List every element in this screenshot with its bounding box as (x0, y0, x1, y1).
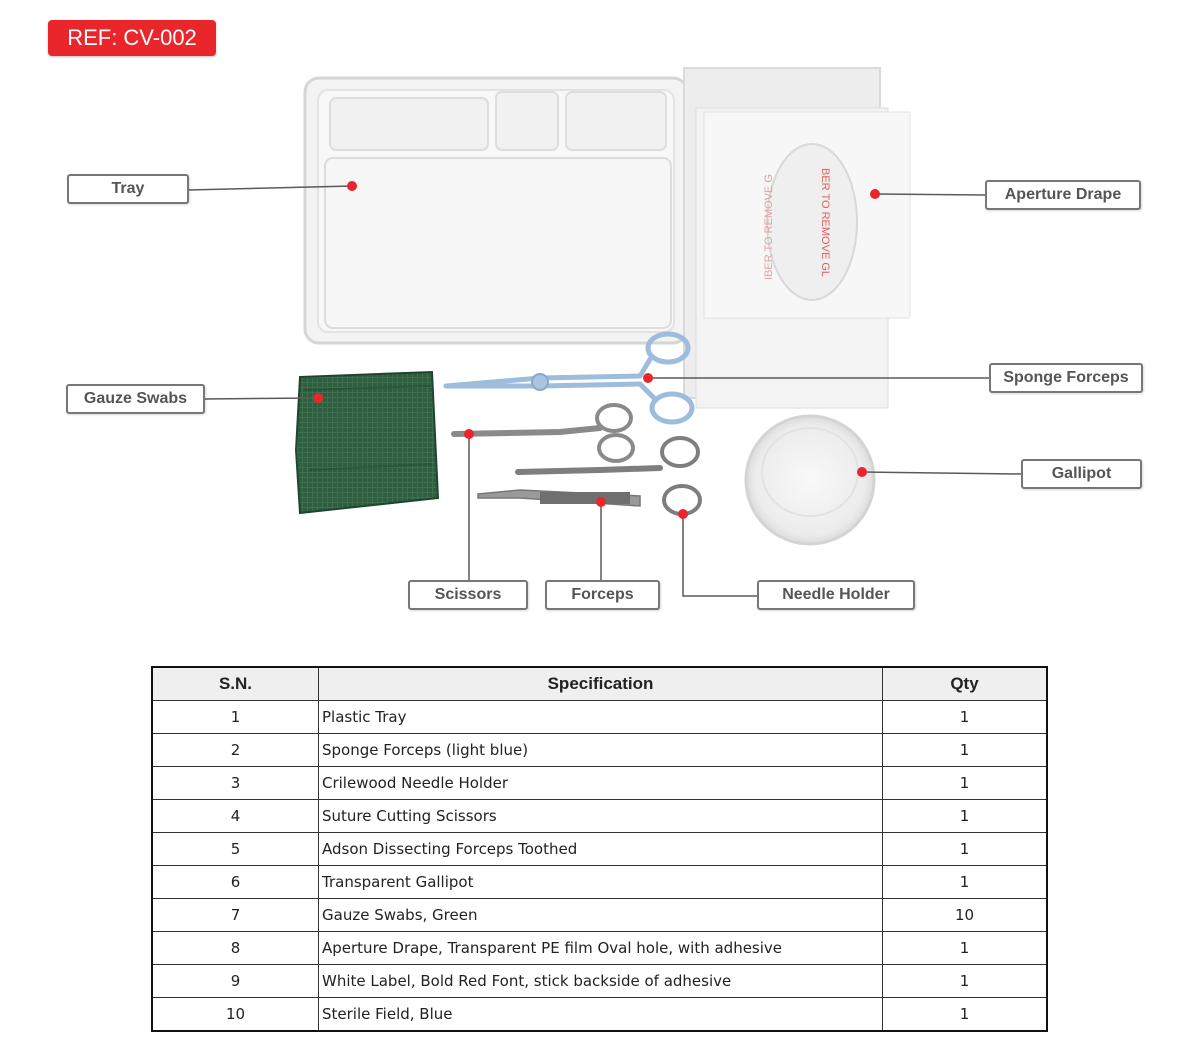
tray-image (303, 76, 689, 345)
cell-qty: 1 (882, 832, 1048, 866)
callout-scissors: Scissors (408, 580, 528, 610)
cell-spec: Sponge Forceps (light blue) (318, 733, 883, 767)
callout-gauze-swabs: Gauze Swabs (66, 384, 205, 414)
gallipot-image (744, 414, 876, 546)
cell-spec: White Label, Bold Red Font, stick backsi… (318, 964, 883, 998)
header-sn: S.N. (151, 666, 319, 701)
table-header-row: S.N. Specification Qty (151, 666, 1048, 701)
aperture-drape-image: BER TO REMOVE GL IBER TO REMOVE G (683, 67, 911, 409)
product-photo: BER TO REMOVE GL IBER TO REMOVE G (187, 67, 1022, 597)
forceps-image (477, 489, 641, 507)
callout-aperture-drape: Aperture Drape (985, 180, 1141, 210)
cell-qty: 1 (882, 997, 1048, 1032)
gauze-swabs-dot (313, 393, 323, 403)
cell-spec: Suture Cutting Scissors (318, 799, 883, 833)
cell-sn: 7 (151, 898, 319, 932)
gauze-swabs-image (294, 370, 440, 515)
forceps-dot (596, 497, 606, 507)
cell-qty: 1 (882, 865, 1048, 899)
sponge-forceps-dot (643, 373, 653, 383)
cell-qty: 1 (882, 766, 1048, 800)
cell-qty: 1 (882, 700, 1048, 734)
callout-tray: Tray (67, 174, 189, 204)
cell-sn: 6 (151, 865, 319, 899)
cell-spec: Adson Dissecting Forceps Toothed (318, 832, 883, 866)
callout-forceps: Forceps (545, 580, 660, 610)
cell-sn: 3 (151, 766, 319, 800)
cell-sn: 4 (151, 799, 319, 833)
aperture-drape-dot (870, 189, 880, 199)
gallipot-dot (857, 467, 867, 477)
needle-holder-dot (678, 509, 688, 519)
drape-print-1: BER TO REMOVE GL (819, 168, 831, 277)
cell-sn: 2 (151, 733, 319, 767)
cell-qty: 1 (882, 733, 1048, 767)
cell-spec: Transparent Gallipot (318, 865, 883, 899)
header-qty: Qty (882, 666, 1048, 701)
cell-qty: 10 (882, 898, 1048, 932)
callout-gallipot: Gallipot (1021, 459, 1142, 489)
header-specification: Specification (318, 666, 883, 701)
cell-qty: 1 (882, 799, 1048, 833)
drape-print-2: IBER TO REMOVE G (763, 174, 775, 280)
marker-dots (313, 181, 880, 519)
cell-spec: Gauze Swabs, Green (318, 898, 883, 932)
cell-sn: 1 (151, 700, 319, 734)
cell-sn: 9 (151, 964, 319, 998)
scissors-dot (464, 429, 474, 439)
cell-spec: Sterile Field, Blue (318, 997, 883, 1032)
callout-needle-holder: Needle Holder (757, 580, 915, 610)
cell-qty: 1 (882, 931, 1048, 965)
sponge-forceps-image (443, 331, 695, 425)
cell-qty: 1 (882, 964, 1048, 998)
cell-sn: 10 (151, 997, 319, 1032)
leader-lines (187, 185, 1022, 597)
cell-spec: Crilewood Needle Holder (318, 766, 883, 800)
scissors-image (451, 403, 635, 463)
cell-spec: Plastic Tray (318, 700, 883, 734)
cell-sn: 5 (151, 832, 319, 866)
tray-dot (347, 181, 357, 191)
cell-sn: 8 (151, 931, 319, 965)
cell-spec: Aperture Drape, Transparent PE film Oval… (318, 931, 883, 965)
callout-sponge-forceps: Sponge Forceps (989, 363, 1143, 393)
ref-badge: REF: CV-002 (48, 20, 216, 56)
